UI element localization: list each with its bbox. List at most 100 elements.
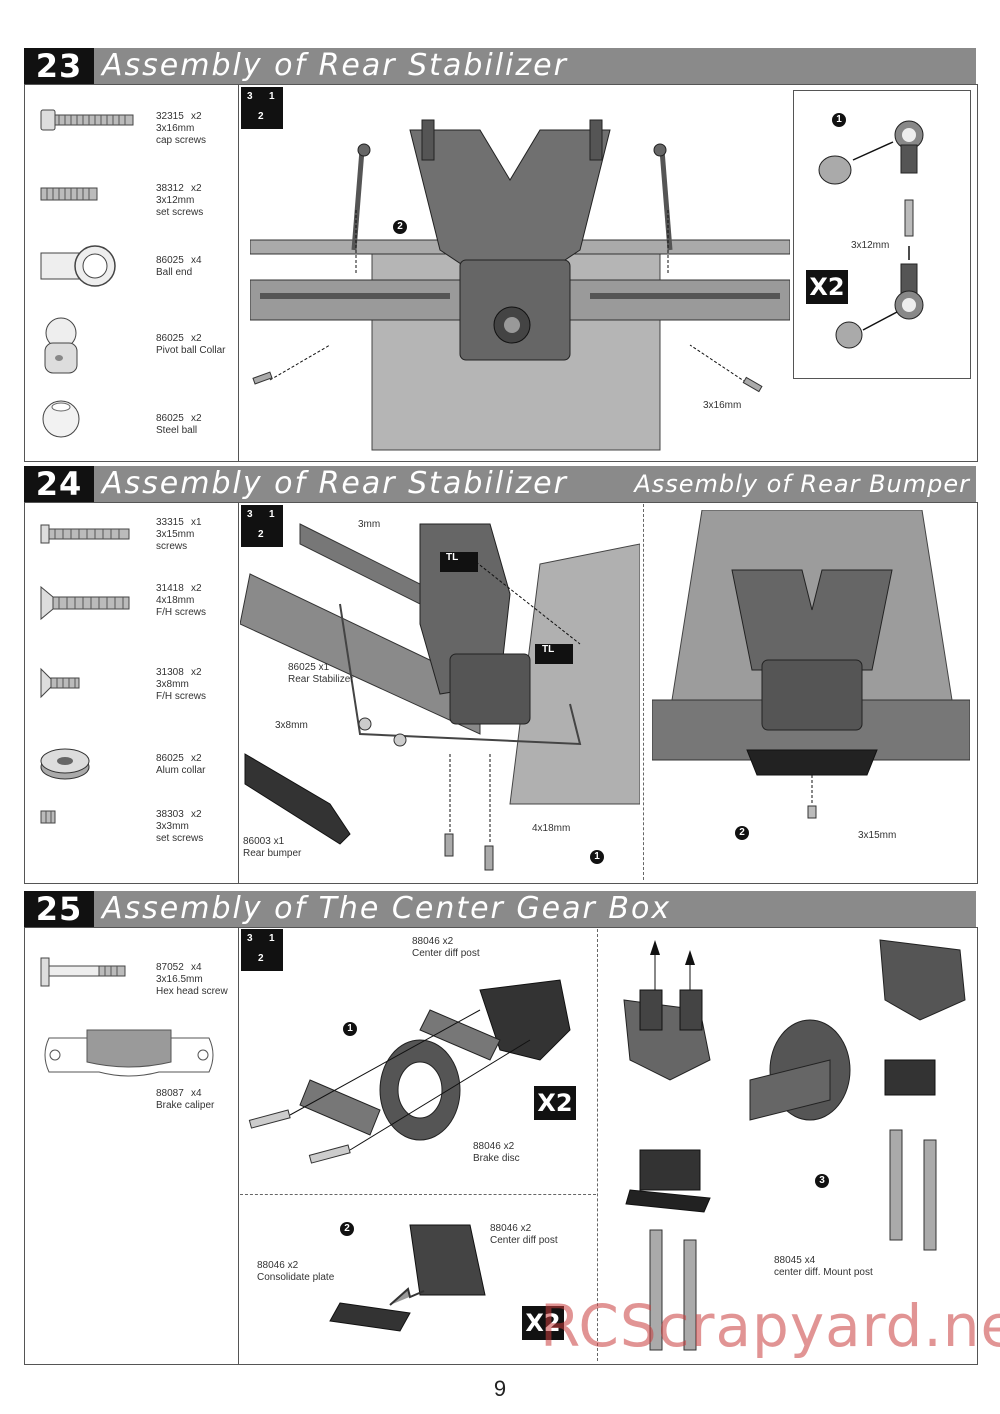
part-name: Ball end [156, 267, 193, 278]
part-size: 3x12mm [156, 195, 195, 206]
consolidate-plate-name: Consolidate plate [257, 1272, 335, 1283]
set-screw-icon [40, 187, 98, 201]
brake-assembly-illustration [248, 979, 571, 1164]
part-qty: x2 [191, 667, 202, 678]
step-order-badge: 3 1 2 [241, 505, 283, 547]
section-number: 25 [24, 891, 94, 927]
section-number: 23 [24, 48, 94, 84]
part-size: 4x18mm [156, 595, 195, 606]
part-name: F/H screws [156, 691, 206, 702]
part-qty: x2 [191, 413, 202, 424]
panel-divider [240, 1194, 596, 1195]
ball-end-icon [40, 245, 116, 287]
cap-screw-icon [40, 109, 134, 131]
rear-bumper-illustration [652, 510, 970, 819]
step-circle-1: 1 [590, 850, 604, 864]
center-diff-post-code: 88046 x2 [412, 936, 454, 947]
center-gearbox-illustration [623, 939, 966, 1351]
threadlock-label: TL [542, 644, 555, 655]
part-name: Alum collar [156, 765, 206, 776]
alum-collar-icon [40, 748, 90, 780]
part-name: set screws [156, 833, 204, 844]
part-code: 87052 [156, 962, 184, 973]
part-qty: x1 [191, 517, 202, 528]
part-code: 31418 [156, 583, 184, 594]
screw-size-label: 3x16mm [703, 400, 742, 411]
step-circle-3: 3 [815, 1174, 829, 1188]
part-alum-collar: 86025 x2 Alum collar [25, 743, 238, 803]
brake-disc-code: 88046 x2 [473, 1141, 515, 1152]
step-circle-2: 2 [340, 1222, 354, 1236]
part-code: 32315 [156, 111, 184, 122]
part-ball-end: 86025 x4 Ball end [25, 241, 238, 301]
section-title: Assembly of The Center Gear Box [102, 891, 672, 926]
quantity-x2-badge: X2 [534, 1086, 576, 1120]
quantity-x2-badge: X2 [522, 1306, 564, 1340]
quantity-x2-badge: X2 [806, 270, 848, 304]
part-code: 31308 [156, 667, 184, 678]
set-screw-size-label: 3x12mm [851, 240, 890, 251]
part-name: F/H screws [156, 607, 206, 618]
stabilizer-code-label: 86025 x1 [288, 662, 330, 673]
steel-ball-icon [42, 400, 80, 438]
ball-end-inset-illustration [818, 120, 924, 349]
stabilizer-name-label: Rear Stabilizer [288, 674, 354, 685]
step-order-badge: 3 1 2 [241, 87, 283, 129]
step-order-badge: 3 1 2 [241, 929, 283, 971]
part-code: 86025 [156, 753, 184, 764]
rear-stabilizer-mount-illustration [240, 523, 640, 871]
part-qty: x2 [191, 583, 202, 594]
part-qty: x2 [191, 809, 202, 820]
part-brake-caliper: 88087 x4 Brake caliper [25, 1028, 238, 1118]
part-qty: x2 [191, 183, 202, 194]
part-code: 38303 [156, 809, 184, 820]
button-screw-icon [40, 524, 130, 544]
part-code: 33315 [156, 517, 184, 528]
consolidate-plate-code: 88046 x2 [257, 1260, 299, 1271]
section-25-header: 25 Assembly of The Center Gear Box [24, 891, 976, 927]
brake-disc-name: Brake disc [473, 1153, 520, 1164]
section-title: Assembly of Rear Stabilizer [102, 48, 568, 83]
bumper-name-label: Rear bumper [243, 848, 302, 859]
part-name: set screws [156, 207, 204, 218]
rear-stabilizer-chassis-illustration [250, 119, 790, 451]
part-code: 86025 [156, 255, 184, 266]
section-number: 24 [24, 466, 94, 502]
hex-size-label: 3mm [358, 519, 381, 530]
step-circle-2: 2 [735, 826, 749, 840]
section-title-right: Assembly of Rear Bumper [634, 470, 970, 498]
part-qty: x4 [191, 962, 202, 973]
part-name: screws [156, 541, 188, 552]
part-qty: x4 [191, 1088, 202, 1099]
step-circle-1: 1 [832, 113, 846, 127]
section-24-header: 24 Assembly of Rear Stabilizer Assembly … [24, 466, 976, 502]
part-size: 3x8mm [156, 679, 189, 690]
center-diff-post-name: Center diff post [412, 948, 480, 959]
center-diff-post-name: Center diff post [490, 1235, 558, 1246]
screw-size-label: 4x18mm [532, 823, 571, 834]
part-pivot-ball-collar: 86025 x2 Pivot ball Collar [25, 315, 238, 379]
mount-post-name: center diff. Mount post [774, 1267, 873, 1278]
section-title: Assembly of Rear Stabilizer [102, 466, 568, 501]
watermark-text: RCScrapyard.net [540, 1292, 1000, 1360]
threadlock-label: TL [446, 552, 459, 563]
part-size: 3x16mm [156, 123, 195, 134]
flat-head-screw-icon [40, 667, 80, 699]
part-name: cap screws [156, 135, 207, 146]
screw-size-label: 3x15mm [858, 830, 897, 841]
part-qty: x2 [191, 333, 202, 344]
part-name: Hex head screw [156, 986, 228, 997]
panel-divider [597, 929, 598, 1361]
ball-end-inset [793, 90, 971, 379]
section-23-header: 23 Assembly of Rear Stabilizer [24, 48, 976, 84]
part-code: 86025 [156, 413, 184, 424]
page-number: 9 [493, 1376, 507, 1401]
